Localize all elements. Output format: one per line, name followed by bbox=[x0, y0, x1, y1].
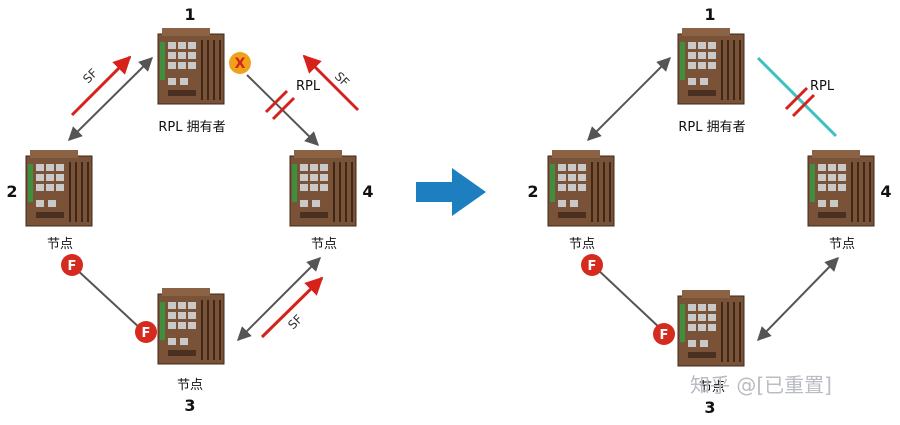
r-node-1-label: RPL 拥有者 bbox=[678, 120, 745, 135]
r-fault-badge-node2-mark: F bbox=[588, 259, 597, 274]
sf-label-bottom-right: SF bbox=[285, 312, 305, 332]
fault-badge-node3 bbox=[135, 321, 157, 343]
rpl-label-left: RPL bbox=[296, 79, 321, 94]
right-ring: 1 RPL 拥有者 2 节点 节点 3 4 节点 RPL F F bbox=[527, 5, 891, 417]
r-node-3-number: 3 bbox=[704, 398, 715, 417]
blocked-badge-mark: X bbox=[235, 56, 246, 72]
sf-label-left: SF bbox=[80, 66, 100, 86]
left-ring: 1 RPL 拥有者 2 节点 节点 3 4 节点 SF SF SF RPL X bbox=[6, 5, 373, 415]
node-3-number: 3 bbox=[184, 396, 195, 415]
r-node-1-device-icon bbox=[677, 27, 745, 105]
node-4-number: 4 bbox=[362, 182, 373, 201]
fault-badge-node2-mark: F bbox=[68, 259, 77, 274]
watermark-text: 知乎 @[已重置] bbox=[690, 373, 832, 397]
node-2-number: 2 bbox=[6, 182, 17, 201]
node-4-device-icon bbox=[289, 149, 357, 227]
r-link-3-4 bbox=[757, 256, 839, 342]
rpl-block-mark bbox=[264, 89, 296, 121]
r-fault-badge-node3-mark: F bbox=[660, 328, 669, 343]
r-node-3-device-icon bbox=[677, 289, 745, 367]
r-node-4-device-icon bbox=[807, 149, 875, 227]
blocked-badge bbox=[229, 52, 251, 74]
node-2-label: 节点 bbox=[47, 237, 73, 252]
sf-arrow-bottom-right bbox=[260, 276, 324, 339]
node-4-label: 节点 bbox=[311, 237, 337, 252]
r-node-2-label: 节点 bbox=[569, 237, 595, 252]
node-3-label: 节点 bbox=[177, 378, 203, 393]
sf-arrow-top-right bbox=[302, 54, 360, 112]
r-node-2-device-icon bbox=[547, 149, 615, 227]
r-fault-badge-node2 bbox=[581, 254, 603, 276]
r-fault-badge-node3 bbox=[653, 323, 675, 345]
link-2-3-failed bbox=[74, 267, 143, 331]
fault-badge-node2 bbox=[61, 254, 83, 276]
node-1-label: RPL 拥有者 bbox=[158, 120, 225, 135]
sf-arrow-left bbox=[70, 55, 132, 117]
node-1-number: 1 bbox=[184, 5, 195, 24]
r-node-4-label: 节点 bbox=[829, 237, 855, 252]
r-link-2-3-failed bbox=[595, 267, 663, 331]
r-node-3-label: 节点 bbox=[699, 380, 725, 395]
link-2-1 bbox=[68, 57, 153, 141]
rpl-label-right: RPL bbox=[810, 79, 835, 94]
fault-badge-node3-mark: F bbox=[142, 326, 151, 341]
link-3-4 bbox=[237, 257, 321, 341]
r-node-1-number: 1 bbox=[704, 5, 715, 24]
transition-arrow-icon bbox=[416, 168, 486, 216]
node-1-device-icon bbox=[157, 27, 225, 105]
r-rpl-mark bbox=[784, 86, 816, 118]
r-node-4-number: 4 bbox=[880, 182, 891, 201]
node-3-device-icon bbox=[157, 287, 225, 365]
r-node-2-number: 2 bbox=[527, 182, 538, 201]
r-link-2-1 bbox=[587, 57, 671, 141]
node-2-device-icon bbox=[25, 149, 93, 227]
